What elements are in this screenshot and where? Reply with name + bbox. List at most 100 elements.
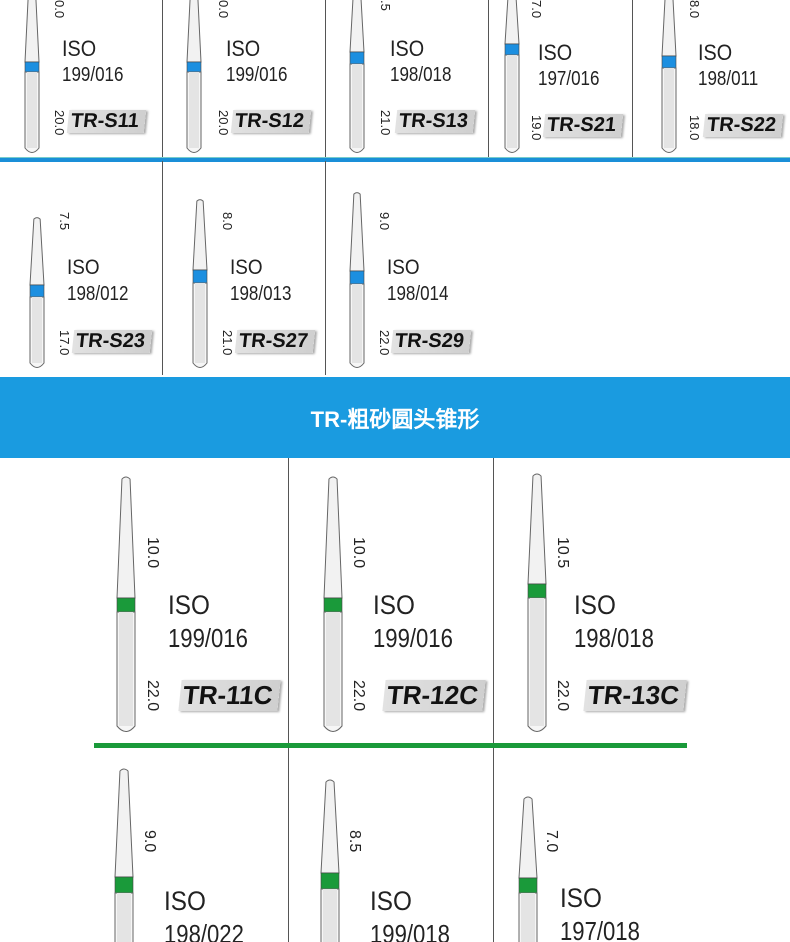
iso-label: ISO bbox=[373, 590, 415, 620]
iso-code: 197/018 bbox=[560, 916, 640, 942]
iso-code: 199/016 bbox=[373, 623, 453, 653]
bur-tip bbox=[518, 796, 538, 879]
overall-length-label: 18.0 bbox=[687, 115, 702, 141]
iso-label: ISO bbox=[226, 36, 261, 61]
model-badge: TR-12C bbox=[382, 680, 486, 711]
tip-length-label: 8.0 bbox=[687, 0, 702, 19]
bur-tip bbox=[320, 779, 340, 874]
tip-length-label: 0.0 bbox=[52, 0, 67, 19]
bur-shading bbox=[530, 598, 544, 726]
model-badge: TR-13C bbox=[583, 680, 687, 711]
bur-shading bbox=[352, 284, 362, 363]
bur-color-band bbox=[504, 43, 520, 56]
tip-length-label: 10.0 bbox=[144, 537, 161, 569]
iso-label: ISO bbox=[387, 256, 420, 279]
bur-color-band bbox=[349, 270, 365, 285]
tip-length-label: .5 bbox=[378, 0, 393, 11]
banner-title: TR-粗砂圆头锥形 bbox=[310, 406, 480, 432]
bur-color-band bbox=[192, 269, 208, 284]
bur-color-band bbox=[661, 55, 677, 69]
tip-length-label: 9.0 bbox=[141, 830, 158, 853]
iso-label: ISO bbox=[370, 886, 412, 916]
overall-length-label: 21.0 bbox=[378, 110, 393, 136]
bur-color-band bbox=[29, 284, 45, 298]
bur-tip bbox=[116, 476, 136, 599]
bur-illustration bbox=[349, 0, 365, 153]
bur-tip bbox=[323, 476, 343, 599]
overall-length-label: 17.0 bbox=[57, 330, 72, 356]
bur-shading bbox=[323, 889, 337, 942]
bur-color-band bbox=[24, 61, 40, 73]
overall-length-label: 22.0 bbox=[554, 680, 571, 712]
bur-illustration bbox=[323, 476, 343, 732]
cell-divider bbox=[493, 458, 494, 942]
bur-illustration bbox=[527, 473, 547, 732]
row-divider-blue bbox=[0, 157, 790, 162]
model-badge: TR-S23 bbox=[71, 330, 153, 353]
bur-color-band bbox=[518, 877, 538, 894]
tip-length-label: 7.5 bbox=[57, 212, 72, 231]
model-badge: TR-S13 bbox=[394, 110, 476, 133]
model-badge: TR-S27 bbox=[234, 330, 316, 353]
cell-divider bbox=[488, 0, 489, 158]
model-badge: TR-S22 bbox=[702, 114, 784, 137]
tip-length-label: 8.0 bbox=[220, 212, 235, 231]
bur-illustration bbox=[24, 0, 40, 153]
bur-shading bbox=[521, 893, 535, 942]
tip-length-label: 10.5 bbox=[554, 537, 571, 569]
bur-tip bbox=[114, 768, 134, 878]
model-badge: TR-11C bbox=[178, 680, 281, 711]
cell-divider bbox=[325, 161, 326, 375]
model-badge: TR-S11 bbox=[66, 110, 147, 133]
bur-shading bbox=[326, 612, 340, 726]
iso-label: ISO bbox=[574, 590, 616, 620]
bur-shading bbox=[32, 297, 42, 363]
iso-label: ISO bbox=[390, 36, 425, 61]
section-banner: TR-粗砂圆头锥形 bbox=[0, 377, 790, 458]
tip-length-label: 7.0 bbox=[529, 0, 544, 19]
overall-length-label: 20.0 bbox=[216, 110, 231, 136]
bur-shading bbox=[119, 612, 133, 726]
iso-label: ISO bbox=[164, 886, 206, 916]
iso-code: 198/014 bbox=[387, 283, 449, 305]
overall-length-label: 22.0 bbox=[377, 330, 392, 356]
iso-label: ISO bbox=[230, 256, 263, 279]
bur-color-band bbox=[349, 51, 365, 65]
bur-tip bbox=[661, 0, 677, 57]
iso-code: 197/016 bbox=[538, 68, 600, 90]
tip-length-label: 10.0 bbox=[350, 537, 367, 569]
bur-color-band bbox=[114, 876, 134, 894]
iso-code: 198/022 bbox=[164, 919, 244, 942]
iso-code: 198/018 bbox=[390, 64, 452, 86]
overall-length-label: 22.0 bbox=[350, 680, 367, 712]
cell-divider bbox=[632, 0, 633, 158]
model-badge: TR-S12 bbox=[230, 110, 312, 133]
bur-color-band bbox=[186, 61, 202, 73]
bur-shading bbox=[195, 283, 205, 363]
row-divider-green bbox=[94, 743, 687, 748]
iso-label: ISO bbox=[168, 590, 210, 620]
tip-length-label: 8.5 bbox=[346, 830, 363, 853]
bur-illustration bbox=[114, 768, 134, 942]
overall-length-label: 21.0 bbox=[220, 330, 235, 356]
cell-divider bbox=[162, 161, 163, 375]
iso-code: 198/011 bbox=[698, 68, 759, 90]
bur-illustration bbox=[320, 779, 340, 942]
cell-divider bbox=[288, 458, 289, 942]
iso-code: 198/018 bbox=[574, 623, 654, 653]
bur-illustration bbox=[349, 192, 365, 368]
bur-shading bbox=[189, 72, 199, 148]
iso-code: 198/013 bbox=[230, 283, 292, 305]
bur-tip bbox=[349, 192, 365, 272]
model-badge: TR-S21 bbox=[542, 114, 624, 137]
iso-code: 199/016 bbox=[62, 64, 124, 86]
iso-code: 199/016 bbox=[168, 623, 248, 653]
bur-tip bbox=[24, 0, 40, 63]
bur-illustration bbox=[186, 0, 202, 153]
tip-length-label: 9.0 bbox=[377, 212, 392, 231]
bur-color-band bbox=[320, 872, 340, 890]
bur-color-band bbox=[323, 597, 343, 613]
bur-illustration bbox=[192, 199, 208, 368]
bur-shading bbox=[27, 72, 37, 148]
